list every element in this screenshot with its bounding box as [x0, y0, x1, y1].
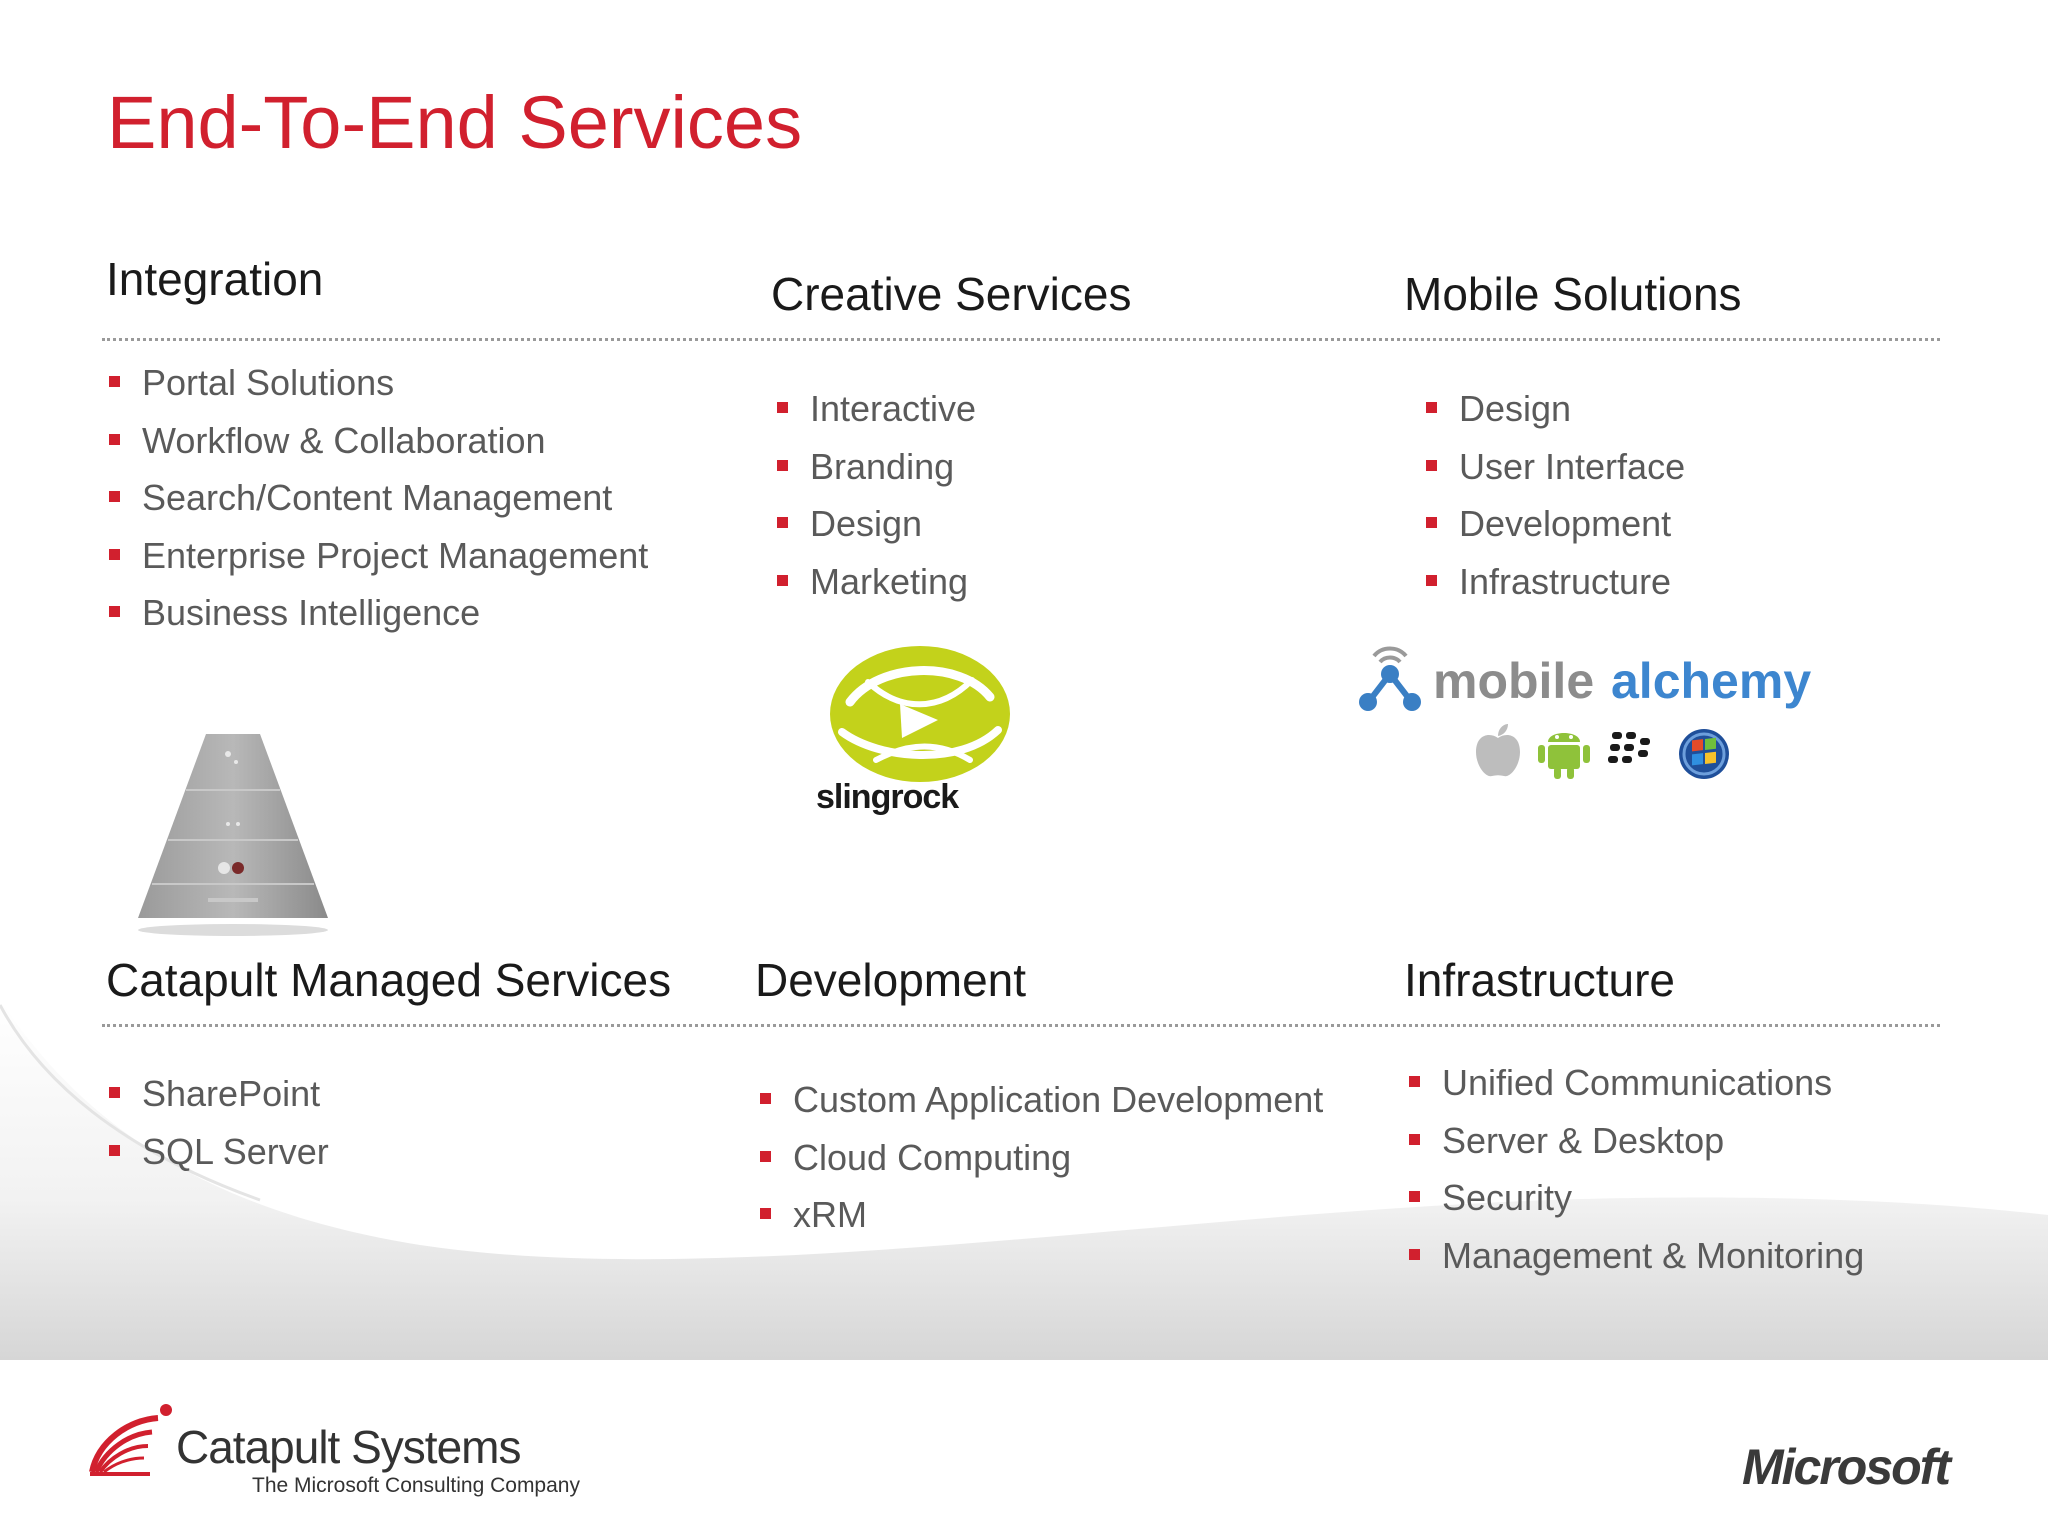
catapult-systems-tagline: The Microsoft Consulting Company — [252, 1474, 580, 1497]
mobile-alchemy-word-mobile: mobile — [1433, 653, 1595, 709]
bullet-square — [1426, 574, 1437, 586]
bullet-square — [777, 574, 788, 586]
list-item: Branding — [774, 438, 976, 496]
list-item: Security — [1406, 1169, 1864, 1227]
android-icon — [1538, 733, 1590, 779]
mobile-solutions-list: Design User Interface Development Infras… — [1423, 380, 1685, 610]
bullet-square — [1426, 459, 1437, 471]
bullet-square — [1409, 1191, 1420, 1202]
managed-services-pyramid-icon — [138, 734, 328, 936]
heading-infrastructure: Infrastructure — [1404, 954, 1675, 1006]
list-item: Design — [774, 495, 976, 553]
bullet-square — [760, 1093, 771, 1104]
windows-icon — [1679, 729, 1729, 779]
bullet-square — [777, 459, 788, 471]
bullet-square — [760, 1150, 771, 1162]
list-item: Unified Communications — [1406, 1054, 1864, 1112]
list-item: xRM — [757, 1186, 1323, 1244]
mobile-alchemy-logo-icon — [1359, 646, 1421, 711]
divider-bottom — [102, 1024, 1940, 1027]
bullet-square — [109, 1087, 120, 1098]
catapult-systems-name: Catapult Systems — [176, 1421, 521, 1473]
mobile-alchemy-word-alchemy: alchemy — [1611, 653, 1812, 709]
microsoft-logo: Microsoft — [1742, 1439, 1951, 1495]
bullet-square — [760, 1208, 771, 1219]
list-item: Interactive — [774, 380, 976, 438]
development-list: Custom Application Development Cloud Com… — [757, 1071, 1323, 1244]
list-item: Search/Content Management — [106, 469, 648, 527]
bullet-square — [777, 402, 788, 413]
bullet-square — [1409, 1248, 1420, 1260]
managed-services-list: SharePoint SQL Server — [106, 1065, 329, 1180]
list-item: Portal Solutions — [106, 354, 648, 412]
catapult-systems-logo-icon — [89, 1404, 172, 1476]
list-item: Management & Monitoring — [1406, 1227, 1864, 1285]
heading-mobile-solutions: Mobile Solutions — [1404, 268, 1742, 320]
creative-services-list: Interactive Branding Design Marketing — [774, 380, 976, 610]
slingrock-wordmark: slingrock — [816, 778, 959, 816]
slingrock-logo — [830, 646, 1010, 782]
heading-development: Development — [755, 954, 1027, 1006]
list-item: Development — [1423, 495, 1685, 553]
bullet-square — [109, 548, 120, 560]
apple-icon — [1476, 724, 1520, 777]
bullet-square — [109, 606, 120, 617]
list-item: Workflow & Collaboration — [106, 412, 648, 470]
blackberry-icon — [1608, 732, 1650, 763]
list-item: SharePoint — [106, 1065, 329, 1123]
list-item: Enterprise Project Management — [106, 527, 648, 585]
bullet-square — [1409, 1076, 1420, 1087]
list-item: User Interface — [1423, 438, 1685, 496]
bullet-square — [109, 491, 120, 502]
divider-top — [102, 338, 1940, 341]
list-item: Design — [1423, 380, 1685, 438]
heading-creative-services: Creative Services — [771, 268, 1132, 320]
bullet-square — [777, 517, 788, 528]
bullet-square — [109, 376, 120, 387]
heading-integration: Integration — [106, 253, 324, 305]
list-item: SQL Server — [106, 1123, 329, 1181]
list-item: Cloud Computing — [757, 1129, 1323, 1187]
list-item: Server & Desktop — [1406, 1112, 1864, 1170]
bullet-square — [109, 433, 120, 445]
list-item: Business Intelligence — [106, 584, 648, 642]
integration-list: Portal Solutions Workflow & Collaboratio… — [106, 354, 648, 642]
list-item: Marketing — [774, 553, 976, 611]
bullet-square — [109, 1144, 120, 1156]
bullet-square — [1426, 517, 1437, 528]
bullet-square — [1409, 1133, 1420, 1145]
slide-title: End-To-End Services — [107, 81, 803, 164]
heading-catapult-managed-services: Catapult Managed Services — [106, 954, 672, 1006]
list-item: Custom Application Development — [757, 1071, 1323, 1129]
list-item: Infrastructure — [1423, 553, 1685, 611]
bullet-square — [1426, 402, 1437, 413]
infrastructure-list: Unified Communications Server & Desktop … — [1406, 1054, 1864, 1284]
